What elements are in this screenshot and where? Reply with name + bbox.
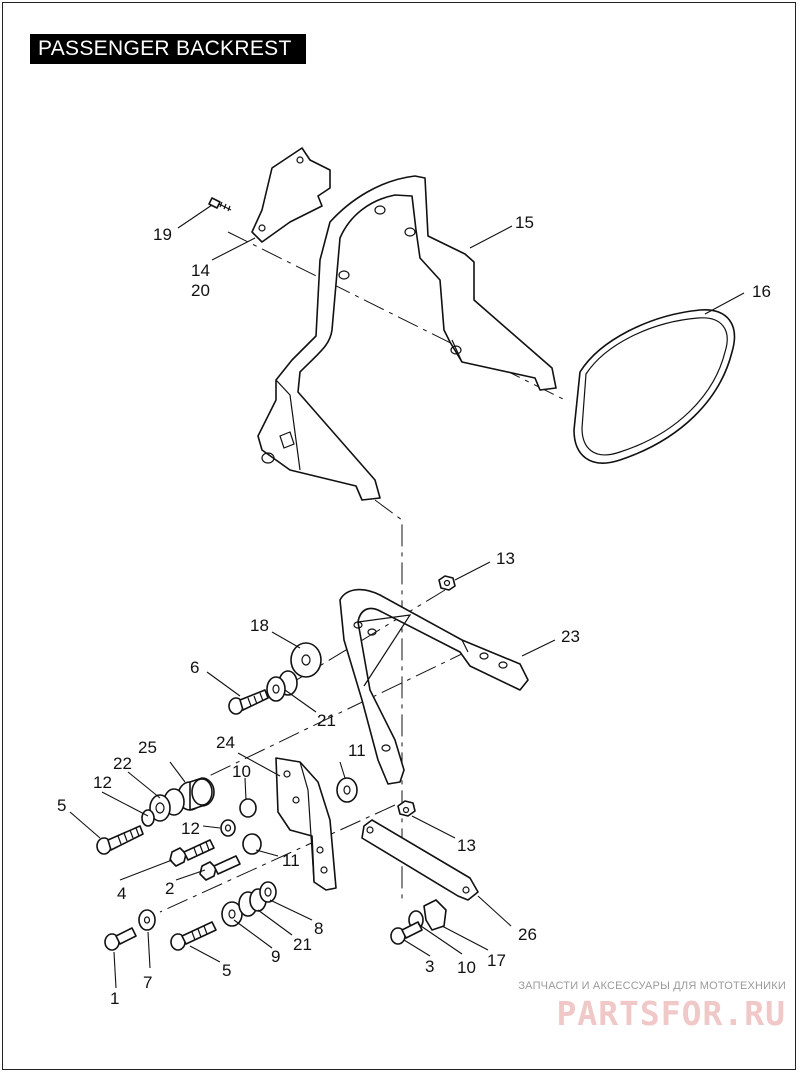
bolt-6 (228, 689, 269, 715)
callout-8: 8 (314, 919, 323, 938)
callout-14: 14 (191, 261, 210, 280)
bolt-3 (390, 921, 423, 945)
callout-12: 12 (93, 773, 112, 792)
callout-5: 5 (57, 796, 66, 815)
washer-10 (239, 798, 257, 818)
callout-12b: 12 (181, 819, 200, 838)
callout-6: 6 (190, 658, 199, 677)
callout-18: 18 (250, 616, 269, 635)
callout-13: 13 (496, 549, 515, 568)
callout-10: 10 (232, 762, 251, 781)
callout-11b: 11 (282, 851, 300, 870)
callout-11: 11 (348, 741, 366, 760)
washer-18 (290, 642, 322, 678)
callout-15: 15 (515, 213, 534, 232)
callout-2: 2 (165, 879, 174, 898)
callout-1: 1 (110, 989, 119, 1008)
support-bracket-23 (339, 588, 529, 785)
bolt-4 (169, 839, 215, 867)
bolt-5-upper (96, 825, 144, 855)
washer-12 (141, 809, 155, 827)
callout-19: 19 (153, 225, 172, 244)
callout-16: 16 (752, 282, 771, 301)
grommet-22 (149, 788, 185, 822)
callout-21b: 21 (293, 935, 312, 954)
callout-4: 4 (117, 884, 126, 903)
watermark-caption: ЗАПЧАСТИ И АКСЕССУАРЫ ДЛЯ МОТОТЕХНИКИ (518, 980, 786, 992)
callout-10b: 10 (457, 958, 476, 977)
callout-24: 24 (216, 733, 235, 752)
plate-hole (258, 224, 266, 232)
callout-26: 26 (518, 925, 537, 944)
mounting-plate-24 (275, 757, 337, 891)
upright-15 (257, 175, 557, 501)
washer-11 (242, 833, 262, 855)
washer-12b (220, 819, 236, 837)
callout-13b: 13 (457, 836, 476, 855)
bolt-5-lower (170, 921, 217, 951)
callout-5b: 5 (222, 961, 231, 980)
grommet-21-lower (221, 881, 277, 927)
callout-17: 17 (487, 951, 506, 970)
plate-hole (296, 156, 304, 164)
nut-13-lower (397, 800, 416, 817)
nut-13-top (438, 575, 456, 591)
bolt-1 (104, 927, 137, 951)
washer-hole (143, 916, 151, 924)
callout-20: 20 (191, 281, 210, 300)
washer-7 (138, 909, 156, 931)
callout-25: 25 (138, 738, 157, 757)
washer-11b (336, 777, 358, 803)
callout-21: 21 (317, 711, 336, 730)
bracket-plate-14 (251, 147, 331, 243)
strap-26 (361, 819, 479, 901)
backrest-pad-16 (573, 309, 736, 464)
leader-lines (69, 204, 745, 989)
screw-19 (208, 197, 232, 212)
callout-7: 7 (143, 973, 152, 992)
page-title: PASSENGER BACKREST (30, 34, 306, 64)
washer-hole (224, 824, 232, 832)
callout-23: 23 (561, 627, 580, 646)
callout-labels: 19 14 20 15 16 13 18 23 6 21 24 25 22 11… (57, 213, 771, 1008)
grommet-21-upper (266, 670, 298, 702)
washer-hole (343, 785, 351, 795)
watermark-logo: PARTSFOR.RU (556, 994, 786, 1033)
bolt-2 (199, 855, 241, 881)
callout-9: 9 (271, 947, 280, 966)
watermark: ЗАПЧАСТИ И АКСЕССУАРЫ ДЛЯ МОТОТЕХНИКИ PA… (518, 980, 786, 1033)
callout-3: 3 (425, 957, 434, 976)
washer-hole (301, 654, 311, 666)
callout-22: 22 (113, 754, 132, 773)
